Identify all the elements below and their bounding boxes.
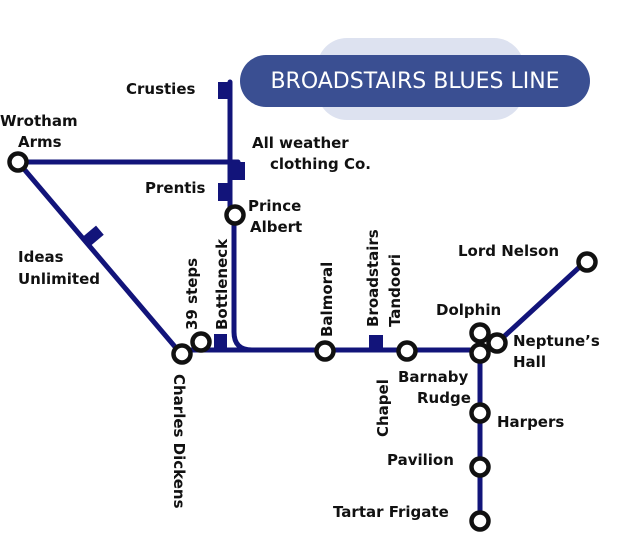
label-dolphin: Dolphin [436, 301, 501, 319]
banner-bar [240, 55, 590, 107]
marker-prentis [218, 183, 232, 201]
station-39-steps[interactable] [190, 331, 212, 353]
label-ideas-line1: Ideas [18, 248, 64, 266]
label-neptune-line1: Neptune’s [513, 332, 600, 350]
stations [7, 151, 598, 532]
station-wrotham-arms[interactable] [7, 151, 29, 173]
label-barnaby-line2: Rudge [417, 389, 471, 407]
label-barnaby-line1: Barnaby [398, 368, 468, 386]
label-all-weather-line1: All weather [252, 134, 349, 152]
label-wrotham-line2: Arms [18, 133, 62, 151]
label-charles-dickens: Charles Dickens [170, 374, 188, 509]
station-prince-albert[interactable] [224, 204, 246, 226]
label-tartar-frigate: Tartar Frigate [333, 503, 449, 521]
label-pavilion: Pavilion [387, 451, 454, 469]
segment-prince-bottleneck [231, 213, 255, 353]
label-tandoori: Tandoori [386, 254, 404, 327]
label-crusties: Crusties [126, 80, 195, 98]
station-lord-nelson[interactable] [576, 251, 598, 273]
marker-crusties [218, 82, 232, 99]
station-harpers[interactable] [469, 402, 491, 424]
segment-neptune-lordnelson [494, 259, 588, 346]
label-neptune-line2: Hall [513, 353, 546, 371]
label-lord-nelson: Lord Nelson [458, 242, 559, 260]
station-neptunes-hall[interactable] [486, 332, 508, 354]
label-chapel: Chapel [374, 379, 392, 437]
label-balmoral: Balmoral [318, 262, 336, 337]
label-prince-line1: Prince [248, 197, 301, 215]
marker-broadstairs-tandoori [369, 335, 383, 350]
station-pavilion[interactable] [469, 456, 491, 478]
label-wrotham-line1: Wrotham [0, 112, 78, 130]
label-ideas-line2: Unlimited [18, 270, 100, 288]
marker-bottleneck [214, 334, 227, 350]
station-barnaby-rudge[interactable] [396, 340, 418, 362]
station-tartar-frigate[interactable] [469, 510, 491, 532]
station-chapel[interactable] [469, 342, 491, 364]
label-39-steps: 39 steps [183, 258, 201, 330]
label-all-weather-line2: clothing Co. [270, 155, 371, 173]
banner-title: BROADSTAIRS BLUES LINE [270, 69, 559, 94]
station-charles-dickens[interactable] [171, 343, 193, 365]
label-prince-line2: Albert [250, 218, 302, 236]
line-title-banner: BROADSTAIRS BLUES LINE [240, 38, 590, 120]
segment-wrotham-charles [15, 159, 185, 358]
stop-markers [82, 82, 383, 350]
marker-all-weather [232, 162, 245, 180]
label-bottleneck: Bottleneck [213, 238, 231, 330]
station-dolphin[interactable] [469, 322, 491, 344]
marker-ideas [82, 225, 104, 247]
label-broadstairs: Broadstairs [364, 229, 382, 327]
station-labels: Crusties Wrotham Arms All weather clothi… [0, 80, 600, 521]
station-balmoral[interactable] [314, 340, 336, 362]
label-harpers: Harpers [497, 413, 564, 431]
label-prentis: Prentis [145, 179, 206, 197]
